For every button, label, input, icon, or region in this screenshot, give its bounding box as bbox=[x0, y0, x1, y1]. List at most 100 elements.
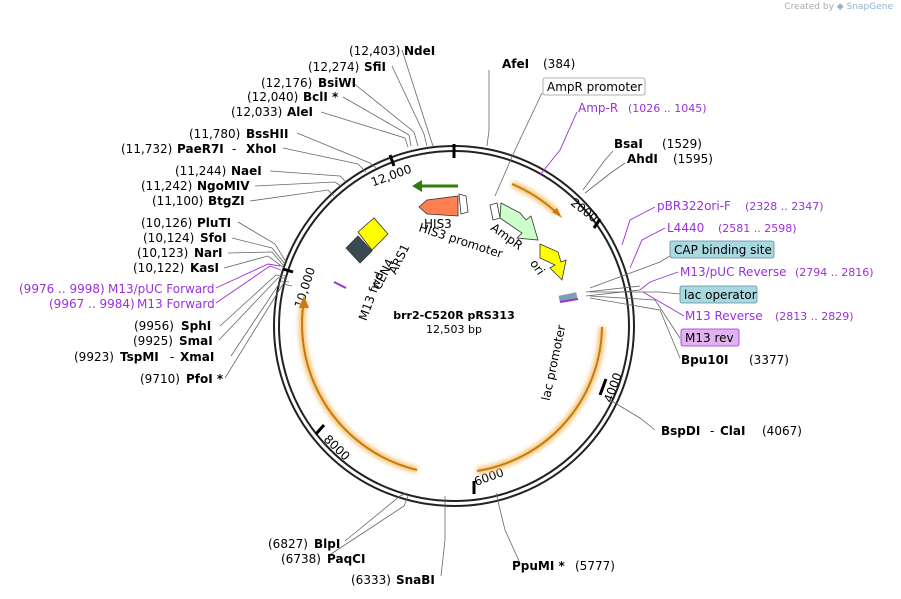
sfii-name: SfiI bbox=[364, 60, 386, 74]
tick-label-2000: 2000 bbox=[568, 195, 601, 225]
his3-promoter-feature bbox=[458, 193, 469, 215]
smai-pos: (9925) bbox=[133, 334, 173, 348]
snapgene-credit: Created by ◆ SnapGene bbox=[784, 2, 893, 12]
m13-forward-name: M13 Forward bbox=[137, 297, 215, 311]
large-arc bbox=[301, 299, 418, 471]
tspmi-dash: - bbox=[170, 350, 174, 364]
afei-pos: (384) bbox=[543, 57, 575, 71]
ampr-arc-glow bbox=[510, 180, 560, 216]
paer7i-dash: - bbox=[232, 142, 236, 156]
alei-name: AleI bbox=[287, 105, 313, 119]
bcli-name: BclI * bbox=[303, 90, 339, 104]
m13puc-fwd-name: M13/pUC Forward bbox=[108, 282, 215, 296]
cen4-feature bbox=[345, 235, 373, 264]
ampr-arc-head bbox=[552, 208, 562, 218]
naei-pos: (11,244) bbox=[175, 164, 226, 178]
l4440-name: L4440 bbox=[667, 221, 704, 235]
m13puc-rev-pos: (2794 .. 2816) bbox=[795, 266, 874, 279]
ampr-feature bbox=[499, 202, 539, 241]
bsiwi-pos: (12,176) bbox=[261, 76, 312, 90]
his3-feature bbox=[418, 195, 459, 217]
blpi-name: BlpI bbox=[314, 537, 340, 551]
pbr322ori-name: pBR322ori-F bbox=[657, 199, 731, 213]
ndei-name: NdeI bbox=[404, 44, 435, 58]
ampr-promoter-box bbox=[542, 77, 646, 96]
tspmi-name2: XmaI bbox=[180, 350, 214, 364]
plasmid-size: 12,503 bp bbox=[426, 323, 482, 336]
btgzi-pos: (11,100) bbox=[152, 194, 203, 208]
m13-reverse-pos: (2813 .. 2829) bbox=[775, 310, 854, 323]
his3-green-head bbox=[412, 180, 422, 192]
leader-lines-right bbox=[327, 70, 681, 577]
nari-name: NarI bbox=[194, 246, 223, 260]
bspdi-name2: ClaI bbox=[720, 424, 745, 438]
kasi-pos: (10,122) bbox=[133, 261, 184, 275]
m13puc-fwd-pos: (9976 .. 9998) bbox=[19, 282, 105, 296]
pbr322ori-pos: (2328 .. 2347) bbox=[745, 200, 824, 213]
bsshii-name: BssHII bbox=[246, 127, 288, 141]
cap-site-name: CAP binding site bbox=[674, 243, 772, 257]
leader-lines-left-top bbox=[218, 49, 434, 379]
leader-lines-purple-left bbox=[215, 263, 282, 304]
paer7i-pos: (11,732) bbox=[121, 142, 172, 156]
lac-operator-name: lac operator bbox=[684, 288, 757, 302]
m13-reverse-name: M13 Reverse bbox=[685, 309, 763, 323]
bsiwi-name: BsiWI bbox=[318, 76, 356, 90]
large-arc-head bbox=[299, 296, 309, 308]
ngomiv-name: NgoMIV bbox=[197, 179, 250, 193]
smai-name: SmaI bbox=[179, 334, 213, 348]
nari-pos: (10,123) bbox=[137, 246, 188, 260]
pfoi-pos: (9710) bbox=[140, 372, 180, 386]
pfoi-name: PfoI * bbox=[186, 372, 224, 386]
bsshii-pos: (11,780) bbox=[189, 127, 240, 141]
bspdi-name: BspDI bbox=[661, 424, 700, 438]
snapgene-logo: ◆ SnapGene bbox=[836, 2, 893, 12]
m13-forward-pos: (9967 .. 9984) bbox=[49, 297, 135, 311]
ahdi-name: AhdI bbox=[627, 152, 658, 166]
tick-12000 bbox=[388, 154, 396, 167]
afei-name: AfeI bbox=[502, 57, 529, 71]
m13-rev-name: M13 rev bbox=[685, 331, 734, 345]
ahdi-pos: (1595) bbox=[673, 152, 713, 166]
lac-arc bbox=[476, 326, 603, 472]
lac-operator-feature bbox=[558, 292, 578, 302]
ori-feature bbox=[539, 243, 567, 281]
lac-promoter-label: lac promoter bbox=[539, 324, 569, 402]
tspmi-name: TspMI bbox=[120, 350, 159, 364]
sfoi-pos: (10,124) bbox=[143, 231, 194, 245]
leader-lines-purple-right bbox=[539, 111, 685, 317]
snabi-pos: (6333) bbox=[351, 573, 391, 587]
sphi-pos: (9956) bbox=[134, 319, 174, 333]
tick-2000 bbox=[592, 218, 602, 229]
sphi-name: SphI bbox=[181, 319, 211, 333]
bsai-pos: (1529) bbox=[662, 137, 702, 151]
tick-label-4000: 4000 bbox=[601, 371, 625, 404]
tspmi-pos: (9923) bbox=[74, 350, 114, 364]
btgzi-name: BtgZI bbox=[208, 194, 245, 208]
ngomiv-pos: (11,242) bbox=[141, 179, 192, 193]
m13puc-rev-name: M13/pUC Reverse bbox=[680, 265, 787, 279]
bpu10i-name: Bpu10I bbox=[681, 353, 728, 367]
ampr-promoter-name: AmpR promoter bbox=[547, 80, 642, 94]
tick-4000 bbox=[598, 378, 608, 396]
tick-8000 bbox=[314, 424, 326, 435]
cap-site-box bbox=[669, 240, 775, 259]
pluti-name: PluTI bbox=[197, 216, 231, 230]
bpu10i-pos: (3377) bbox=[749, 353, 789, 367]
ppumi-name: PpuMI * bbox=[512, 559, 566, 573]
paer7i-name: PaeR7I bbox=[177, 142, 224, 156]
bsai-name: BsaI bbox=[614, 137, 643, 151]
lac-operator-box bbox=[679, 285, 758, 304]
bcli-pos: (12,040) bbox=[247, 90, 298, 104]
m13-rev-box bbox=[680, 328, 740, 347]
m13-fwd-label: M13 fwd bbox=[356, 270, 387, 323]
amp-r-pos: (1026 .. 1045) bbox=[628, 102, 707, 115]
ndei-pos: (12,403) bbox=[349, 44, 400, 58]
paqci-name: PaqCI bbox=[327, 552, 365, 566]
credit-brand: SnapGene bbox=[846, 2, 893, 12]
blpi-pos: (6827) bbox=[268, 537, 308, 551]
right-site-ticks bbox=[585, 285, 641, 297]
credit-prefix: Created by bbox=[784, 2, 834, 12]
ars1-feature bbox=[357, 217, 389, 251]
